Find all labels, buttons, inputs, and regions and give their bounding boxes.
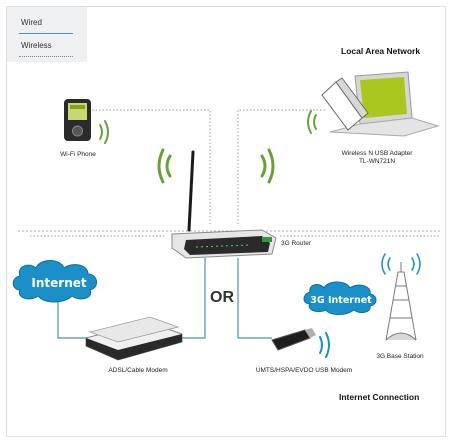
internet-connection-section-label: Internet Connection bbox=[339, 392, 420, 402]
tower-wireless-signal-icon bbox=[381, 253, 421, 275]
laptop-wireless-signal-icon bbox=[307, 110, 317, 134]
legend-wireless-label: Wireless bbox=[21, 41, 52, 50]
wireless-link-adapter bbox=[237, 109, 325, 224]
router-label: 3G Router bbox=[281, 240, 311, 247]
usb-adapter-icon bbox=[321, 77, 369, 131]
internet-cloud-icon bbox=[12, 260, 97, 303]
legend-wireless-line bbox=[19, 56, 73, 57]
legend-wired-label: Wired bbox=[21, 18, 42, 27]
router-wireless-signal-right-icon bbox=[260, 148, 275, 184]
usb-modem-wireless-signal-icon bbox=[319, 332, 330, 358]
modem-label: ADSL/Cable Modem bbox=[108, 367, 168, 374]
wifi-phone-label: Wi-Fi Phone bbox=[60, 151, 96, 158]
phone-wireless-signal-icon bbox=[99, 120, 109, 144]
lan-section-label: Local Area Network bbox=[341, 46, 421, 56]
cell-tower-icon bbox=[385, 262, 417, 341]
3g-internet-cloud-label: 3G Internet bbox=[310, 295, 372, 306]
legend-wired-line bbox=[19, 33, 73, 34]
wired-link-internet-modem bbox=[57, 294, 92, 339]
router-icon bbox=[171, 150, 277, 259]
adapter-label-line2: TL-WN721N bbox=[358, 158, 396, 165]
base-station-label: 3G Base Station bbox=[376, 353, 424, 360]
modem-icon bbox=[85, 316, 183, 361]
usb-modem-label: UMTS/HSPA/EVDO USB Modem bbox=[255, 367, 353, 374]
wired-link-router-usb bbox=[237, 258, 272, 339]
usb-modem-icon bbox=[271, 328, 316, 351]
legend: Wired Wireless bbox=[7, 7, 87, 62]
internet-cloud-label: Internet bbox=[31, 276, 86, 290]
3g-internet-cloud-icon bbox=[303, 281, 377, 315]
adapter-label-line1: Wireless N USB Adapter bbox=[341, 150, 413, 157]
wireless-link-phone bbox=[92, 109, 211, 224]
wired-link-modem-router bbox=[178, 258, 206, 339]
router-wireless-signal-left-icon bbox=[157, 148, 172, 184]
or-label: OR bbox=[210, 289, 234, 306]
wifi-phone-icon bbox=[64, 99, 91, 141]
